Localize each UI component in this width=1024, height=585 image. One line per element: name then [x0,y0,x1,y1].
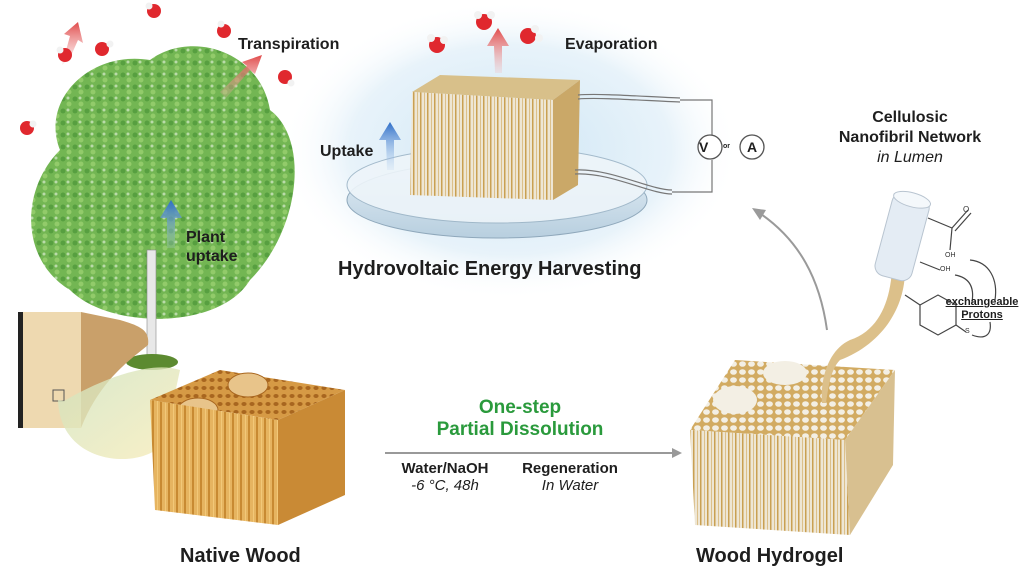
chemical-structure [904,209,997,338]
voltmeter-label: V [699,139,709,155]
curved-arrow [757,211,828,331]
ammeter-label: A [747,139,758,155]
uptake-label: Uptake [320,143,374,160]
plant-uptake-arrow-icon [160,200,182,248]
water-molecule-icon [278,70,295,87]
chem-s-label: S [965,328,970,335]
plant-uptake-label: Plant uptake [186,229,238,265]
wood-hydrogel-label: Wood Hydrogel [696,545,844,567]
hydrovoltaic-title: Hydrovoltaic Energy Harvesting [338,258,642,280]
voltmeter-icon [697,134,723,160]
tree [31,46,295,370]
condition-regeneration: Regeneration In Water [522,460,618,494]
meter-or-label: or [723,143,730,150]
water-molecule-icon [217,20,231,38]
water-molecule-icon [20,120,37,135]
condition-water-naoh: Water/NaOH -6 °C, 48h [401,460,489,494]
water-molecule-icon [427,34,448,53]
transpiration-label: Transpiration [238,36,340,53]
chem-o-label: O [963,205,970,214]
water-molecule-icon [520,25,543,44]
process-label: One-step Partial Dissolution [436,397,604,440]
water-molecules [20,2,543,135]
circuit-wires [574,93,713,195]
nanofibril-cylinder [874,190,931,282]
uptake-arrow-icon [379,122,401,170]
evaporation-label: Evaporation [565,36,658,53]
transpiration-arrow-right-icon [220,55,262,98]
water-molecule-icon [474,11,495,30]
evaporation-arrow-icon [487,28,509,73]
water-molecule-icon [145,2,161,18]
wood-hydrogel-block [690,360,895,535]
hydrogel-sample [410,75,580,200]
native-wood-label: Native Wood [180,545,301,567]
cellulosic-network-label: Cellulosic Nanofibril Network in Lumen [838,109,982,166]
native-wood-block [150,370,345,525]
chem-oh-label-1: OH [945,252,956,259]
ammeter-icon [739,134,765,160]
nanofibril-tendril [821,270,905,403]
zoom-fan [58,367,180,460]
water-molecule-icon [95,40,114,56]
exchangeable-protons-label: exchangeable Protons [945,296,1019,321]
water-molecule-icon [56,46,72,62]
chem-oh-label-2: OH [940,266,951,273]
